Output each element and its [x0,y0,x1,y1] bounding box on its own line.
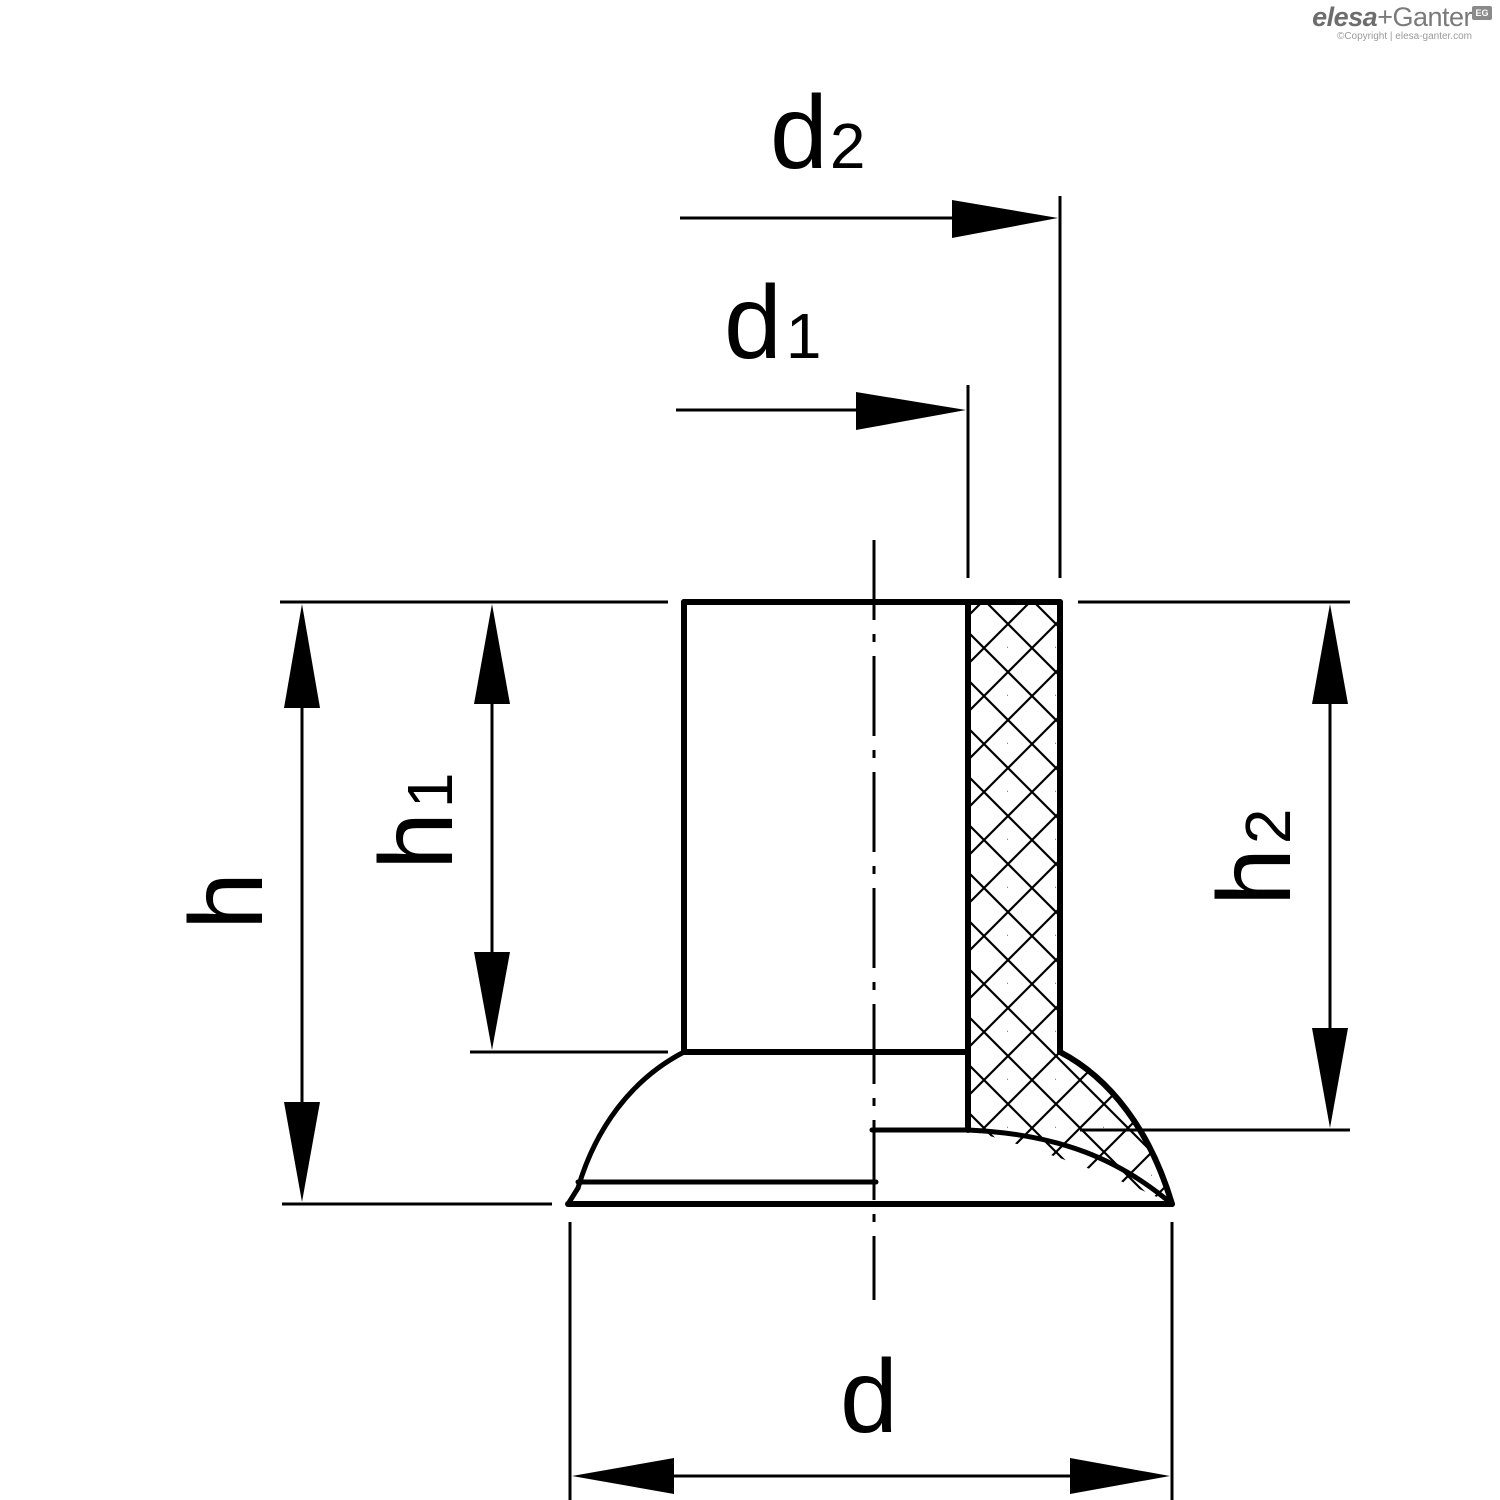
arrow-d2-icon [952,200,1058,238]
label-h2-base: h [1197,848,1313,906]
label-d2-sub: 2 [830,110,866,182]
label-d: d [840,1339,898,1455]
flare-outer-right [1057,1049,1175,1207]
dimension-labels: d2 d1 d h h1 h2 [169,75,1313,1455]
label-h2-sub: 2 [1232,809,1304,845]
logo-copyright: ©Copyright | elesa-ganter.com [1336,31,1472,42]
label-d1-base: d [724,265,782,381]
wall-section-hatch [968,602,1172,1204]
part-outline [565,599,1175,1207]
arrow-h1-bottom-icon [474,952,510,1050]
label-h: h [169,872,285,930]
label-d2-base: d [770,75,828,191]
label-h2: h2 [1197,809,1313,906]
arrow-h-top-icon [284,604,320,708]
extension-lines [280,196,1350,1500]
logo-brand-rest: +Ganter [1377,2,1472,32]
label-h-base: h [169,872,285,930]
label-d1: d1 [724,265,821,381]
arrow-h1-top-icon [474,604,510,704]
label-d2: d2 [770,75,865,191]
dimension-lines [284,200,1348,1494]
label-h1-sub: 1 [394,773,466,809]
label-d1-sub: 1 [786,300,822,372]
arrow-d1-icon [856,392,966,430]
arrow-d-left-icon [572,1458,674,1494]
logo-mark-icon: EG [1472,6,1492,20]
label-d-base: d [840,1339,898,1455]
logo-brand-bold: elesa [1312,2,1378,32]
cylinder-body [681,599,971,1055]
flare-inner-right [965,1127,1175,1207]
label-h1-base: h [359,812,475,870]
flare-outer-left [575,1049,687,1191]
logo-wordmark: elesa+Ganter [1312,4,1472,31]
arrow-d-right-icon [1070,1458,1170,1494]
arrow-h2-top-icon [1312,604,1348,704]
arrow-h2-bottom-icon [1312,1028,1348,1128]
arrow-h-bottom-icon [284,1102,320,1202]
elesa-ganter-logo: elesa+Ganter ©Copyright | elesa-ganter.c… [1312,4,1492,42]
label-h1: h1 [359,773,475,870]
